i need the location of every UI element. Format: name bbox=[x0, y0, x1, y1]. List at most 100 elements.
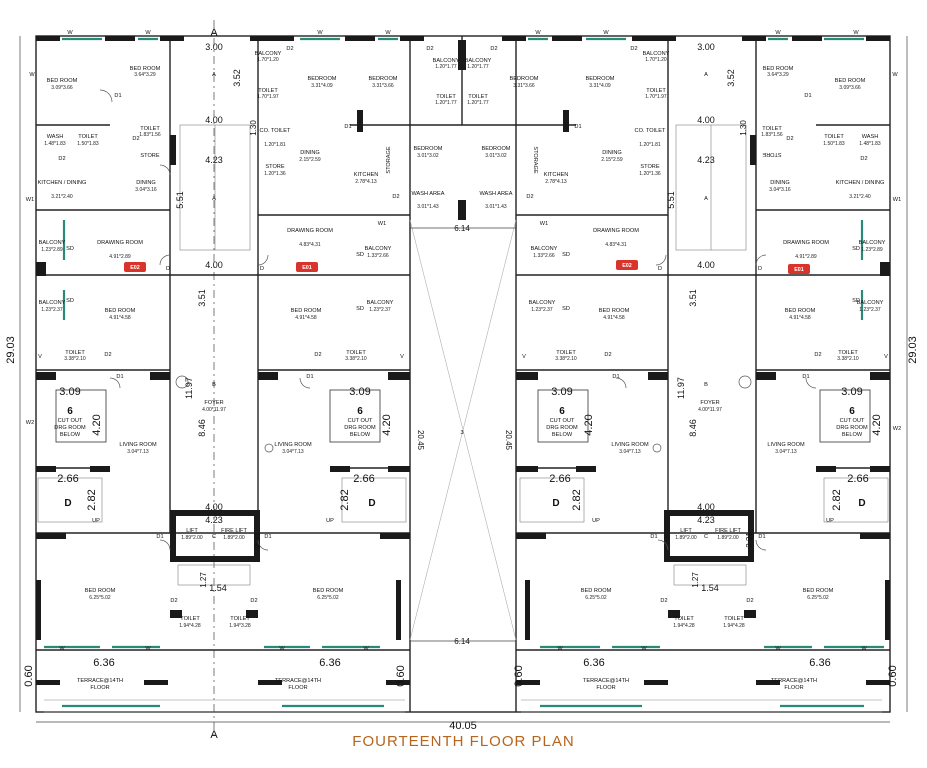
section-marker-bottom: A bbox=[210, 729, 218, 741]
dim-636-r1: 6.36 bbox=[583, 657, 604, 669]
room-terrace-b-l2: FLOOR bbox=[288, 685, 307, 691]
room-toilet-d-dim: 1.50*1.83 bbox=[77, 141, 99, 147]
dim-423-a: 4.23 bbox=[205, 155, 223, 165]
lbl-d1-3: D1 bbox=[116, 374, 123, 380]
room-terrace-r2: TERRACE@14TH bbox=[771, 678, 817, 684]
lbl-w1-r: W1 bbox=[893, 197, 901, 203]
room-living2-r-dim: 3.04*7.13 bbox=[775, 449, 797, 455]
dim-130: 1.30 bbox=[249, 120, 258, 136]
room-toilet-b: TOILET bbox=[436, 94, 456, 100]
room-store-b-dim: 1.20*1.36 bbox=[264, 171, 286, 177]
lbl-d1-r5: D1 bbox=[650, 534, 657, 540]
room-balcony-a: BALCONY bbox=[255, 51, 282, 57]
room-balcony-c: BALCONY bbox=[39, 240, 66, 246]
lbl-v-1: V bbox=[38, 354, 42, 360]
windows bbox=[44, 37, 884, 708]
lbl-d1-1: D1 bbox=[114, 93, 121, 99]
room-wash-area: WASH AREA bbox=[411, 191, 444, 197]
core-height-dim-right: 20.45 bbox=[504, 430, 513, 451]
room-drawing-a-r: DRAWING ROOM bbox=[783, 240, 829, 246]
lbl-w-r3: W bbox=[775, 30, 781, 36]
room-fire-lift: FIRE LIFT bbox=[221, 528, 247, 534]
room-balcony-b-r: BALCONY bbox=[465, 58, 492, 64]
lbl-w2-1: W2 bbox=[26, 420, 34, 426]
dim-060-r2: 0.60 bbox=[887, 665, 899, 686]
cut-out-b-l3: BELOW bbox=[350, 432, 371, 438]
dim-309-a: 3.09 bbox=[59, 386, 80, 398]
room-toilet-f: TOILET bbox=[180, 616, 200, 622]
dim-400-a-r: 4.00 bbox=[697, 115, 715, 125]
lbl-w-r1: W bbox=[535, 30, 541, 36]
lbl-w1-2: W1 bbox=[378, 221, 386, 227]
cut-out-b-l1: CUT OUT bbox=[348, 418, 373, 424]
lbl-w-2: W bbox=[145, 30, 151, 36]
room-terrace-a-l2: FLOOR bbox=[90, 685, 109, 691]
cut-out-a-num: 6 bbox=[67, 406, 73, 417]
room-bed-g-r: BED ROOM bbox=[581, 588, 612, 594]
lbl-a-1: A bbox=[212, 72, 216, 78]
lbl-b-r: B bbox=[704, 382, 708, 388]
lbl-w-side-1: W bbox=[29, 72, 35, 78]
dim-352: 3.52 bbox=[232, 69, 242, 87]
room-bedroom-c: BEDROOM bbox=[308, 76, 337, 82]
room-bed-a-r-dim: 3.09*3.66 bbox=[839, 85, 861, 91]
room-fire-lift-r: FIRE LIFT bbox=[715, 528, 741, 534]
dim-352-r: 3.52 bbox=[726, 69, 736, 87]
dim-636-a: 6.36 bbox=[93, 657, 114, 669]
core-height-dim-left: 20.45 bbox=[416, 430, 425, 451]
room-balcony-c-dim: 1.23*2.89 bbox=[41, 247, 63, 253]
lbl-up-1: UP bbox=[92, 518, 100, 524]
room-lift: LIFT bbox=[186, 528, 198, 534]
terrace-railings bbox=[44, 699, 882, 713]
room-balcony-b-dim: 1.20*1.77 bbox=[435, 64, 457, 70]
lbl-d-1: D bbox=[166, 266, 170, 272]
room-dining-b-r: DINING bbox=[770, 180, 790, 186]
room-balcony-a-dim: 1.70*1.20 bbox=[257, 57, 279, 63]
room-bed-g: BED ROOM bbox=[85, 588, 116, 594]
room-toilet-d: TOILET bbox=[78, 134, 98, 140]
room-toilet-a-r-dim: 1.70*1.97 bbox=[645, 94, 667, 100]
dim-1197-r: 11.97 bbox=[676, 377, 686, 399]
lbl-w-7: W bbox=[279, 646, 285, 652]
room-toilet-f-dim: 1.94*4.28 bbox=[179, 623, 201, 629]
room-toilet-f-r: TOILET bbox=[674, 616, 694, 622]
room-dining-b-r-dim: 3.04*3.16 bbox=[769, 187, 791, 193]
room-toilet-c: TOILET bbox=[140, 126, 160, 132]
dim-266-r2: 2.66 bbox=[847, 473, 868, 485]
dim-060-a: 0.60 bbox=[23, 665, 35, 686]
room-toilet-d-r-dim: 1.50*1.83 bbox=[823, 141, 845, 147]
stair-d-b: D bbox=[368, 498, 375, 509]
room-drawing-a-dim: 4.91*2.89 bbox=[109, 254, 131, 260]
lbl-d1-6: D1 bbox=[264, 534, 271, 540]
room-co-toilet-dim: 1.20*1.81 bbox=[264, 142, 286, 148]
room-drawing-a: DRAWING ROOM bbox=[97, 240, 143, 246]
room-living2-r: LIVING ROOM bbox=[767, 442, 805, 448]
room-bed-b: BED ROOM bbox=[130, 66, 161, 72]
lbl-w-8: W bbox=[363, 646, 369, 652]
svg-text:E02: E02 bbox=[130, 265, 140, 271]
dim-846-r: 8.46 bbox=[688, 419, 698, 437]
room-dining-a-r: DINING bbox=[602, 150, 622, 156]
dim-266-a: 2.66 bbox=[57, 473, 78, 485]
room-toilet-c-dim: 1.83*1.56 bbox=[139, 132, 161, 138]
dim-282-r2: 2.82 bbox=[831, 489, 843, 510]
lbl-c-1: C bbox=[212, 534, 216, 540]
dim-282-r1: 2.82 bbox=[571, 489, 583, 510]
dim-309-b: 3.09 bbox=[349, 386, 370, 398]
room-toilet-e-r: TOILET bbox=[838, 350, 858, 356]
room-bed-a: BED ROOM bbox=[47, 78, 78, 84]
doors bbox=[99, 89, 817, 551]
room-bed-g2-dim: 6.25*5.02 bbox=[317, 595, 339, 601]
dim-400-b-r: 4.00 bbox=[697, 260, 715, 270]
room-bed-f-r: BED ROOM bbox=[785, 308, 816, 314]
room-bedroom-e-dim: 3.01*3.02 bbox=[417, 153, 439, 159]
lbl-sd-3: SD bbox=[66, 298, 74, 304]
room-bed-a-dim: 3.09*3.66 bbox=[51, 85, 73, 91]
room-wash-dim: 1.48*1.83 bbox=[44, 141, 66, 147]
lbl-b-1: B bbox=[212, 382, 216, 388]
room-bed-f2: BED ROOM bbox=[291, 308, 322, 314]
room-toilet-d-r: TOILET bbox=[824, 134, 844, 140]
dim-400-c-r: 4.00 bbox=[697, 502, 715, 512]
lbl-w-1: W bbox=[67, 30, 73, 36]
room-living2: LIVING ROOM bbox=[274, 442, 312, 448]
